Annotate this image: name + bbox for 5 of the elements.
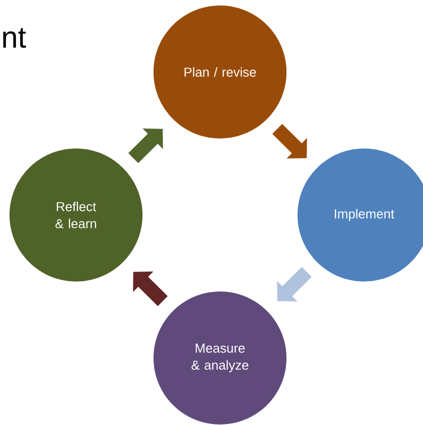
heading-fragment: nt [3, 28, 26, 48]
block-arrow [277, 266, 312, 302]
block-arrow [133, 272, 168, 306]
block-arrow [272, 124, 307, 158]
block-arrow [128, 128, 163, 164]
